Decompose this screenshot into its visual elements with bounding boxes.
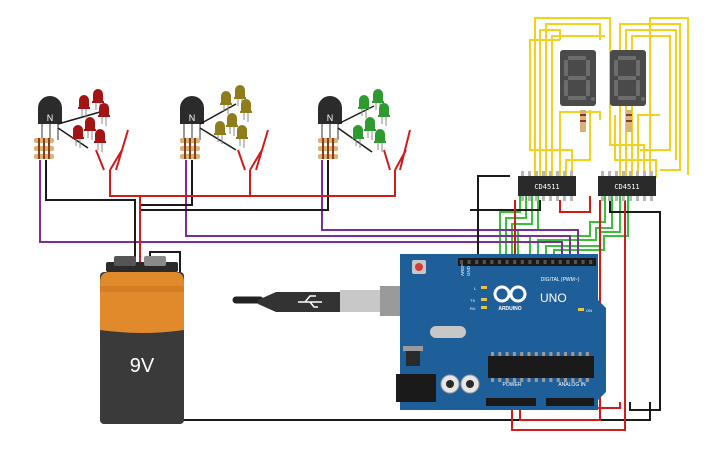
led[interactable] bbox=[72, 125, 84, 148]
transistor-label: N bbox=[47, 113, 54, 123]
decoder-label: CD4511 bbox=[614, 183, 639, 191]
led[interactable] bbox=[78, 95, 90, 118]
board-model: UNO bbox=[540, 291, 567, 305]
led-array bbox=[72, 85, 390, 152]
led-group-1 bbox=[72, 89, 110, 152]
segment bbox=[636, 80, 640, 96]
led[interactable] bbox=[374, 129, 386, 152]
data-wires bbox=[499, 195, 629, 262]
power-header-label: POWER bbox=[503, 382, 522, 388]
segment bbox=[614, 60, 618, 76]
segment bbox=[564, 80, 568, 96]
battery-label: 9V bbox=[130, 355, 155, 377]
arduino-logo-icon bbox=[493, 285, 527, 303]
transistor-label: N bbox=[189, 113, 196, 123]
led[interactable] bbox=[364, 117, 376, 140]
battery-9v[interactable]: 9V bbox=[100, 256, 184, 424]
segment bbox=[568, 56, 586, 60]
decimal-point bbox=[641, 97, 645, 101]
seven-segment-display-1[interactable] bbox=[560, 50, 596, 132]
segment bbox=[568, 96, 586, 100]
led[interactable] bbox=[220, 91, 232, 114]
decoder-label: CD4511 bbox=[534, 183, 559, 191]
arduino-logo-text: ARDUINO bbox=[498, 306, 521, 312]
resistor-group-1[interactable] bbox=[34, 138, 54, 159]
led[interactable] bbox=[234, 85, 246, 108]
resistor-group-2[interactable] bbox=[180, 138, 200, 159]
segment bbox=[564, 60, 568, 76]
decoder-ic-1[interactable]: CD4511 bbox=[518, 171, 576, 201]
segment bbox=[618, 96, 636, 100]
usb-icon bbox=[298, 295, 322, 308]
power-header bbox=[486, 398, 536, 406]
segment bbox=[618, 56, 636, 60]
decoder-ic-2[interactable]: CD4511 bbox=[598, 171, 656, 201]
microcontroller-chip bbox=[488, 356, 594, 378]
led[interactable] bbox=[236, 125, 248, 148]
l-led-label: L bbox=[474, 286, 477, 291]
tx-label: TX bbox=[470, 298, 475, 303]
led[interactable] bbox=[84, 117, 96, 140]
digital-header bbox=[458, 258, 596, 266]
led[interactable] bbox=[358, 95, 370, 118]
on-led-label: ON bbox=[586, 308, 592, 313]
segment bbox=[586, 60, 590, 76]
segment bbox=[614, 80, 618, 96]
digital-header-label: DIGITAL (PWM~) bbox=[541, 277, 580, 283]
led[interactable] bbox=[378, 103, 390, 126]
transistor-label: N bbox=[327, 113, 334, 123]
led-group-3 bbox=[352, 89, 390, 152]
segment bbox=[568, 76, 586, 80]
segment bbox=[636, 60, 640, 76]
segment bbox=[618, 76, 636, 80]
led[interactable] bbox=[240, 99, 252, 122]
led[interactable] bbox=[94, 129, 106, 152]
led[interactable] bbox=[226, 113, 238, 136]
transistor-1[interactable]: N bbox=[38, 96, 62, 140]
analog-header bbox=[546, 398, 594, 406]
segment bbox=[586, 80, 590, 96]
led[interactable] bbox=[98, 103, 110, 126]
gnd-label: GND bbox=[466, 265, 471, 276]
transistor-2[interactable]: N bbox=[180, 96, 204, 140]
resistor-group-3[interactable] bbox=[318, 138, 338, 159]
seven-segment-display-2[interactable] bbox=[610, 50, 646, 132]
usb-cable bbox=[232, 286, 420, 316]
led[interactable] bbox=[214, 121, 226, 144]
led-group-2 bbox=[214, 85, 252, 148]
aref-label: AREF bbox=[460, 264, 465, 276]
arduino-uno-board[interactable]: AREF GND DIGITAL (PWM~) L TX RX ARDUINO … bbox=[396, 254, 606, 410]
transistor-3[interactable]: N bbox=[318, 96, 342, 140]
rx-label: RX bbox=[470, 306, 476, 311]
led[interactable] bbox=[352, 125, 364, 148]
analog-header-label: ANALOG IN bbox=[558, 382, 586, 388]
display-wires bbox=[529, 17, 689, 180]
decimal-point bbox=[591, 97, 595, 101]
